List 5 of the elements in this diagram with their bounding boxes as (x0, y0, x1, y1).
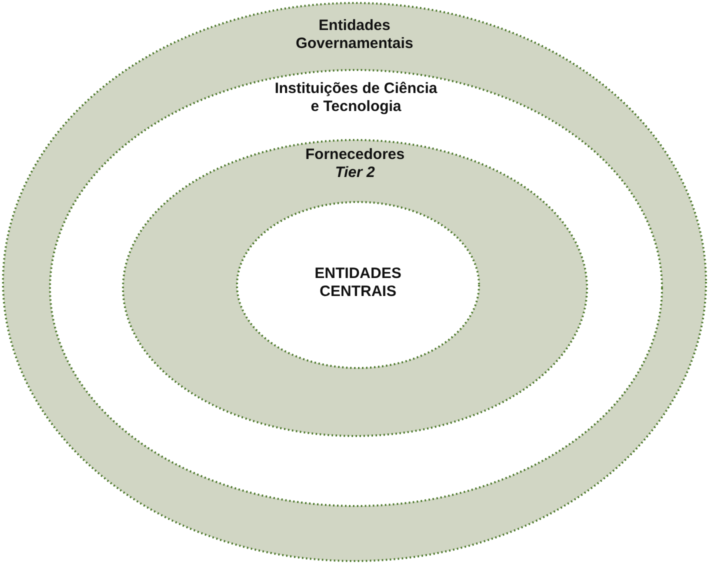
ring-label: Fornecedores (305, 146, 405, 164)
ring-label: Entidades Governamentais (294, 17, 414, 53)
ring-label: Instituições de Ciência e Tecnologia (274, 80, 438, 116)
ring-subtitle: Tier 2 (335, 164, 375, 182)
ring-label: ENTIDADES CENTRAIS (314, 265, 402, 301)
